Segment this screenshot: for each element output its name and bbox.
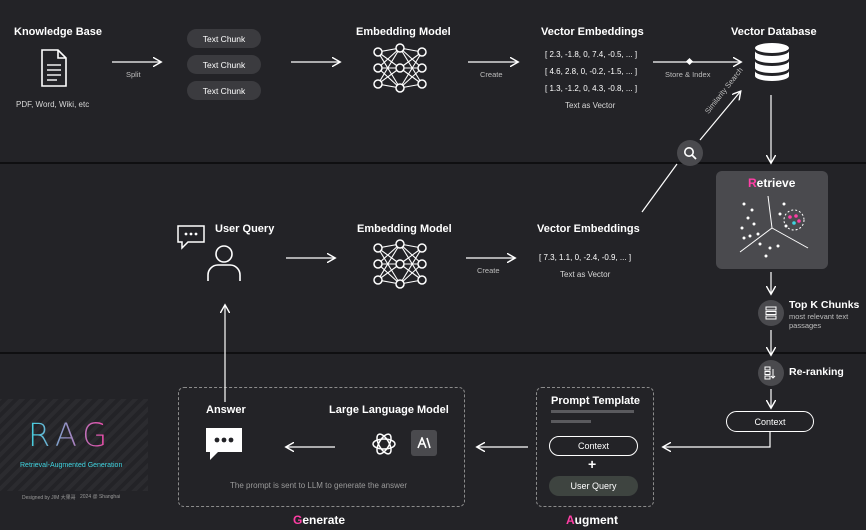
create-label-2: Create xyxy=(477,266,500,275)
arrow-similarity-upper xyxy=(699,92,740,141)
user-query-slot: User Query xyxy=(549,476,638,496)
neural-network-icon xyxy=(373,43,427,93)
augment-box xyxy=(536,387,654,507)
query-vector: [ 7.3, 1.1, 0, -2.4, -0.9, ... ] xyxy=(539,253,632,262)
scatter-clusters-icon xyxy=(739,195,809,258)
top-k-caption-line1: most relevant text xyxy=(789,312,849,321)
context-slot: Context xyxy=(549,436,638,456)
augment-label: Augment xyxy=(566,513,619,527)
document-icon xyxy=(41,49,67,87)
search-icon xyxy=(677,140,703,166)
vector-embeddings-title-2: Vector Embeddings xyxy=(537,223,640,235)
chunks-icon xyxy=(758,300,784,326)
database-icon xyxy=(755,43,789,81)
text-chunk-pill: Text Chunk xyxy=(187,29,261,48)
store-diamond xyxy=(685,57,694,66)
generate-box xyxy=(178,387,465,507)
rag-subtitle: Retrieval-Augmented Generation xyxy=(20,462,123,469)
band-divider-bottom xyxy=(0,352,866,354)
knowledge-base-caption: PDF, Word, Wiki, etc xyxy=(16,100,90,109)
neural-network-icon xyxy=(373,239,427,289)
rag-logo-panel xyxy=(0,399,148,491)
prompt-template-title: Prompt Template xyxy=(551,395,641,407)
vector-database-title: Vector Database xyxy=(731,26,817,38)
top-k-title: Top K Chunks xyxy=(789,299,860,311)
knowledge-base-title: Knowledge Base xyxy=(14,26,103,38)
text-as-vector-caption-2: Text as Vector xyxy=(560,270,611,279)
designer-credit: Designed by JIM 大果哥 xyxy=(22,495,76,501)
vector-row: [ 2.3, -1.8, 0, 7.4, -0.5, ... ] xyxy=(545,50,638,59)
template-line xyxy=(551,410,634,413)
arrow-to-augment xyxy=(664,431,771,447)
store-index-label: Store & Index xyxy=(665,70,711,79)
text-as-vector-caption: Text as Vector xyxy=(565,101,616,110)
split-label: Split xyxy=(126,70,141,79)
llm-caption: The prompt is sent to LLM to generate th… xyxy=(230,481,407,490)
chat-bubble-icon xyxy=(177,225,205,250)
embedding-model-title-2: Embedding Model xyxy=(357,223,452,235)
text-chunk-pill: Text Chunk xyxy=(187,81,261,100)
top-k-caption-line2: passages xyxy=(789,321,822,330)
create-label: Create xyxy=(480,70,503,79)
vector-row: [ 4.6, 2.8, 0, -0.2, -1.5, ... ] xyxy=(545,67,638,76)
credit-date: 2024 @ Shanghai xyxy=(80,494,121,500)
anthropic-logo-icon xyxy=(411,430,437,456)
rag-logo: RAG xyxy=(28,416,114,454)
retrieve-card xyxy=(716,171,828,269)
vector-embeddings-title: Vector Embeddings xyxy=(541,26,644,38)
band-divider-top xyxy=(0,162,866,164)
rerank-icon xyxy=(758,360,784,386)
arrow-similarity-lower xyxy=(641,163,678,213)
message-icon xyxy=(206,428,242,460)
text-chunk-pill: Text Chunk xyxy=(187,55,261,74)
reranking-title: Re-ranking xyxy=(789,366,844,378)
user-query-title: User Query xyxy=(215,223,275,235)
retrieve-title: Retrieve xyxy=(748,176,796,190)
llm-title: Large Language Model xyxy=(329,404,449,416)
template-line xyxy=(551,420,591,423)
user-icon xyxy=(207,245,241,281)
generate-label: Generate xyxy=(293,513,346,527)
plus-sign: + xyxy=(588,456,597,472)
openai-logo-icon xyxy=(372,433,396,455)
embedding-model-title: Embedding Model xyxy=(356,26,451,38)
vector-row: [ 1.3, -1.2, 0, 4.3, -0.8, ... ] xyxy=(545,84,638,93)
answer-title: Answer xyxy=(206,404,246,416)
